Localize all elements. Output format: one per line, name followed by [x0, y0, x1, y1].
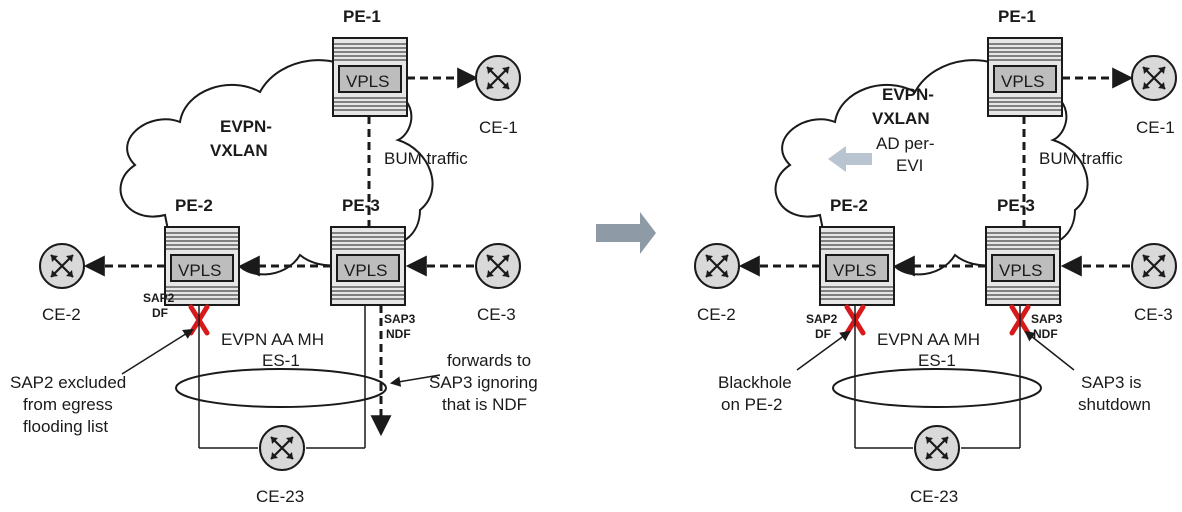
pe1-label-right: PE-1 — [998, 7, 1036, 26]
note-right-line1: forwards to — [447, 351, 531, 370]
ce23-router-icon-right — [913, 424, 961, 472]
ad-per-evi-arrow-icon — [828, 146, 872, 172]
sap3-label: SAP3 — [384, 312, 416, 326]
note-left-line3: flooding list — [23, 417, 108, 436]
ce23-router-icon — [258, 424, 306, 472]
pe1-label: PE-1 — [343, 7, 381, 26]
note-right-line2-right: shutdown — [1078, 395, 1151, 414]
ce2-router-icon — [38, 242, 86, 290]
sap2-df-label-right: DF — [815, 327, 831, 341]
note-left-line2-right: on PE-2 — [721, 395, 782, 414]
ce2-label: CE-2 — [42, 305, 81, 324]
ce23-label-right: CE-23 — [910, 487, 958, 506]
es1-ellipse-right — [832, 368, 1042, 408]
note-right-pointer — [389, 374, 441, 387]
note-left-line1: SAP2 excluded — [10, 373, 126, 392]
pe3-label: PE-3 — [342, 196, 380, 215]
ce2-label-right: CE-2 — [697, 305, 736, 324]
note-right-line1-right: SAP3 is — [1081, 373, 1141, 392]
pe2-label-right: PE-2 — [830, 196, 868, 215]
bum-traffic-label-right: BUM traffic — [1039, 149, 1123, 168]
sap2-df-label: DF — [152, 306, 168, 320]
ce2-router-icon-right — [693, 242, 741, 290]
cloud-label-line2-right: VXLAN — [872, 109, 930, 128]
ce23-label: CE-23 — [256, 487, 304, 506]
note-right-line3: that is NDF — [442, 395, 527, 414]
ce3-router-icon-right — [1130, 242, 1178, 290]
sap3-ndf-label-right: NDF — [1033, 327, 1058, 341]
ce3-label: CE-3 — [477, 305, 516, 324]
note-right-pointer-right — [1024, 330, 1075, 371]
note-left-line1-right: Blackhole — [718, 373, 792, 392]
pe2-vpls-label-right: VPLS — [833, 261, 876, 280]
sap3-label-right: SAP3 — [1031, 312, 1063, 326]
pe2-vpls-label: VPLS — [178, 261, 221, 280]
pe3-vpls-label: VPLS — [344, 261, 387, 280]
pe3-label-right: PE-3 — [997, 196, 1035, 215]
cloud-label-line2: VXLAN — [210, 141, 268, 160]
sap3-ndf-label: NDF — [386, 327, 411, 341]
ce1-label-right: CE-1 — [1136, 118, 1175, 137]
bum-traffic-label: BUM traffic — [384, 149, 468, 168]
left-panel: EVPN- VXLAN PE-1 VPLS PE-2 VPLS PE-3 VPL… — [10, 7, 538, 506]
ce3-router-icon — [474, 242, 522, 290]
ad-label-line1: AD per- — [876, 134, 935, 153]
es1-ellipse — [175, 368, 387, 408]
note-left-pointer — [121, 328, 194, 375]
note-left-line2: from egress — [23, 395, 113, 414]
ce3-label-right: CE-3 — [1134, 305, 1173, 324]
es-label-line2-right: ES-1 — [918, 351, 956, 370]
ce1-label: CE-1 — [479, 118, 518, 137]
pe3-vpls-label-right: VPLS — [999, 261, 1042, 280]
cloud-label-line1-right: EVPN- — [882, 85, 934, 104]
pe1-vpls-label-right: VPLS — [1001, 72, 1044, 91]
cloud-label-line1: EVPN- — [220, 117, 272, 136]
note-right-line2: SAP3 ignoring — [429, 373, 538, 392]
right-panel: EVPN- VXLAN AD per- EVI PE-1 VPLS PE-2 V… — [693, 7, 1178, 506]
pe1-vpls-label: VPLS — [346, 72, 389, 91]
ce1-router-icon — [474, 54, 522, 102]
pe2-label: PE-2 — [175, 196, 213, 215]
note-left-pointer-right — [796, 330, 851, 371]
transition-arrow-icon — [596, 212, 656, 254]
es-label-line1: EVPN AA MH — [221, 330, 324, 349]
ad-label-line2: EVI — [896, 156, 923, 175]
es-label-line2: ES-1 — [262, 351, 300, 370]
ce1-router-icon-right — [1130, 54, 1178, 102]
sap2-label: SAP2 — [143, 291, 175, 305]
sap2-label-right: SAP2 — [806, 312, 838, 326]
es-label-line1-right: EVPN AA MH — [877, 330, 980, 349]
